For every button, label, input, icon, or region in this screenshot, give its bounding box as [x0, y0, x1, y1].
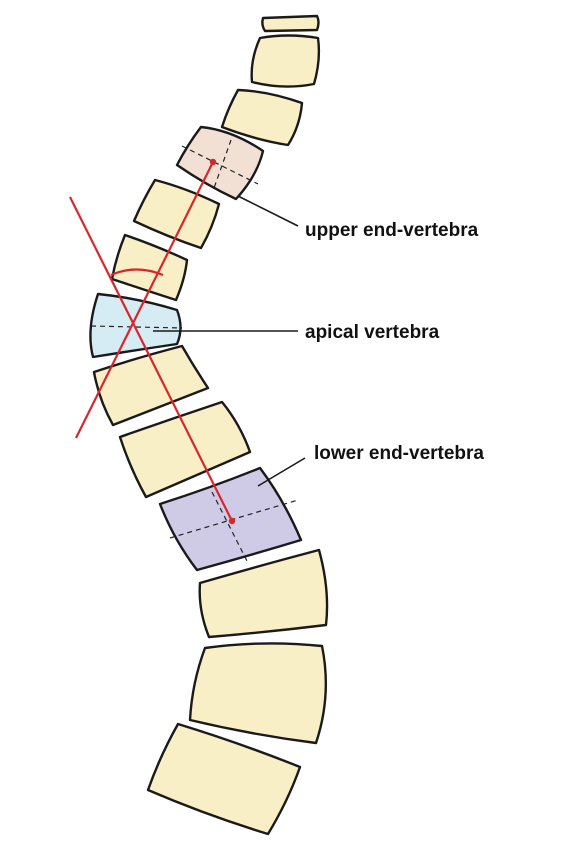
- upper-end-vertebra: [177, 127, 263, 199]
- upper-end-center-dot: [210, 159, 216, 165]
- vertebra-2: [252, 36, 319, 87]
- upper-end-vertebra-label: upper end-vertebra: [305, 220, 479, 241]
- lower-end-vertebra-label: lower end-vertebra: [314, 443, 484, 464]
- apical-vertebra-label: apical vertebra: [305, 322, 440, 343]
- spinal-column: [90, 16, 327, 834]
- vertebra-1: [262, 16, 318, 31]
- labels: upper end-vertebra apical vertebra lower…: [305, 220, 484, 464]
- vertebra-13: [148, 724, 300, 834]
- lower-end-leader: [258, 458, 305, 486]
- vertebra-12: [190, 643, 326, 743]
- lower-end-center-dot: [229, 518, 235, 524]
- upper-end-leader: [238, 196, 298, 226]
